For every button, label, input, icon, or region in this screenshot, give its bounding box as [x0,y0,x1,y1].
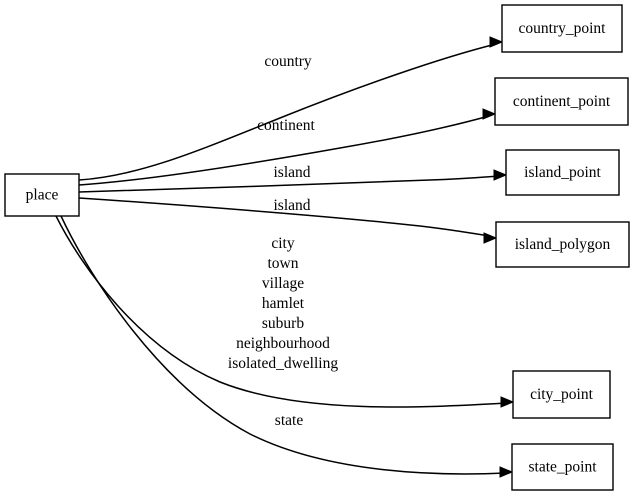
edge-line [78,43,497,181]
arrowhead-icon [493,169,508,181]
edge-place-to-state_point[interactable] [60,215,514,478]
edge-label-line: hamlet [262,295,305,312]
edge-label-line: suburb [262,315,304,332]
node-city_point[interactable]: city_point [512,370,611,419]
edge-label-country_point: country [264,53,312,70]
arrowhead-icon [499,466,514,478]
edge-label-city_point: city town village hamlet suburb neighbourhood… [228,235,338,372]
edge-label-line: island [273,164,310,181]
edge-label-line: state [275,412,304,429]
node-label-island_point: island_point [524,164,601,181]
node-place[interactable]: place [4,173,80,217]
edge-line [60,215,507,475]
edge-label-line: isolated_dwelling [228,355,338,372]
edge-label-island_polygon: island [273,197,310,214]
arrowhead-icon [500,396,515,408]
edge-place-to-island_point[interactable] [78,169,508,193]
node-island_polygon[interactable]: island_polygon [495,221,630,268]
node-label-place: place [26,187,59,204]
arrowhead-icon [482,108,497,120]
edge-place-to-island_polygon[interactable] [78,197,498,244]
edge-place-to-country_point[interactable] [78,36,504,181]
node-box-country_point [501,4,623,53]
edge-label-line: island [273,197,310,214]
arrowhead-icon [483,232,498,244]
edge-label-state_point: state [275,412,304,429]
edge-label-line: country [264,53,312,70]
edge-label-line: city [271,235,294,252]
node-label-city_point: city_point [530,386,594,403]
node-island_point[interactable]: island_point [505,149,620,196]
node-continent_point[interactable]: continent_point [494,77,629,126]
edge-label-line: continent [257,117,315,134]
node-box-continent_point [494,77,629,126]
node-box-island_polygon [495,221,630,268]
node-label-island_polygon: island_polygon [515,236,611,253]
node-box-city_point [512,370,611,419]
nodes-layer: place country_point continent_point island_… [4,4,630,491]
edge-line [78,197,491,237]
node-box-place [4,173,80,217]
edge-line [78,115,490,186]
edge-line [78,175,501,193]
edges-layer [55,36,515,478]
arrowhead-icon [489,36,504,48]
node-box-island_point [505,149,620,196]
edge-place-to-continent_point[interactable] [78,108,497,186]
node-label-state_point: state_point [528,459,597,476]
node-country_point[interactable]: country_point [501,4,623,53]
node-label-country_point: country_point [519,20,607,37]
edge-label-line: neighbourhood [236,335,330,352]
edge-label-island_point: island [273,164,310,181]
edge-label-line: village [262,275,304,292]
node-label-continent_point: continent_point [513,93,611,110]
node-state_point[interactable]: state_point [511,443,614,491]
edge-label-line: town [268,255,299,272]
node-box-state_point [511,443,614,491]
edge-labels-layer: country continent island island city town vill… [228,53,338,429]
edge-label-continent_point: continent [257,117,315,134]
